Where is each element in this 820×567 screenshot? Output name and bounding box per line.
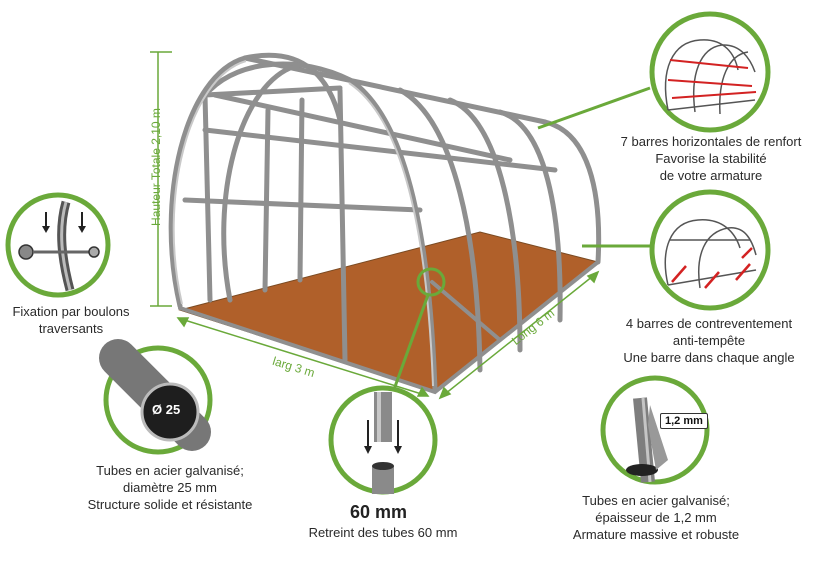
frame-highlights bbox=[172, 60, 434, 387]
horizontal-bars-line-1: 7 barres horizontales de renfort bbox=[620, 134, 802, 149]
thickness-caption: Tubes en acier galvanisé; épaisseur de 1… bbox=[548, 492, 764, 543]
frame bbox=[168, 52, 602, 395]
wind-bars-caption: 4 barres de contreventement anti-tempête… bbox=[600, 315, 818, 366]
detail-marker bbox=[416, 267, 446, 297]
tube-diameter-circle bbox=[99, 339, 213, 455]
thickness-badge: 1,2 mm bbox=[660, 413, 708, 429]
bolts-caption: Fixation par boulons traversants bbox=[0, 303, 142, 337]
bolts-caption-line-2: traversants bbox=[38, 321, 104, 336]
tubes-caption-line-2: diamètre 25 mm bbox=[123, 480, 217, 495]
dimension-lines bbox=[150, 51, 600, 400]
horizontal-bars-caption: 7 barres horizontales de renfort Favoris… bbox=[606, 133, 816, 184]
callout-connectors bbox=[390, 86, 651, 396]
thickness-caption-line-3: Armature massive et robuste bbox=[572, 527, 740, 542]
tubes-caption-line-3: Structure solide et résistante bbox=[87, 497, 253, 512]
thickness-caption-line-2: épaisseur de 1,2 mm bbox=[595, 510, 717, 525]
height-label: Hauteur Totale 2,10 m bbox=[149, 108, 163, 226]
tube-retreint-circle bbox=[328, 385, 438, 495]
horizontal-bars-line-2: Favorise la stabilité bbox=[655, 151, 767, 166]
wind-bars-line-3: Une barre dans chaque angle bbox=[623, 350, 795, 365]
wind-bars-circle bbox=[649, 189, 771, 311]
bolts-caption-line-1: Fixation par boulons bbox=[12, 304, 130, 319]
tubes-caption: Tubes en acier galvanisé; diamètre 25 mm… bbox=[60, 462, 280, 513]
wind-bars-line-1: 4 barres de contreventement bbox=[625, 316, 793, 331]
thickness-circle bbox=[600, 375, 710, 485]
thickness-caption-line-1: Tubes en acier galvanisé; bbox=[582, 493, 730, 508]
horizontal-bars-circle bbox=[649, 11, 771, 133]
wind-bars-line-2: anti-tempête bbox=[672, 333, 746, 348]
tubes-caption-line-1: Tubes en acier galvanisé; bbox=[96, 463, 244, 478]
retreint-value: 60 mm bbox=[350, 502, 408, 522]
horizontal-bars-line-3: de votre armature bbox=[659, 168, 763, 183]
diameter-badge: Ø 25 bbox=[152, 402, 181, 417]
retreint-caption: Retreint des tubes 60 mm bbox=[308, 525, 458, 540]
bolt-detail-circle bbox=[5, 192, 111, 298]
